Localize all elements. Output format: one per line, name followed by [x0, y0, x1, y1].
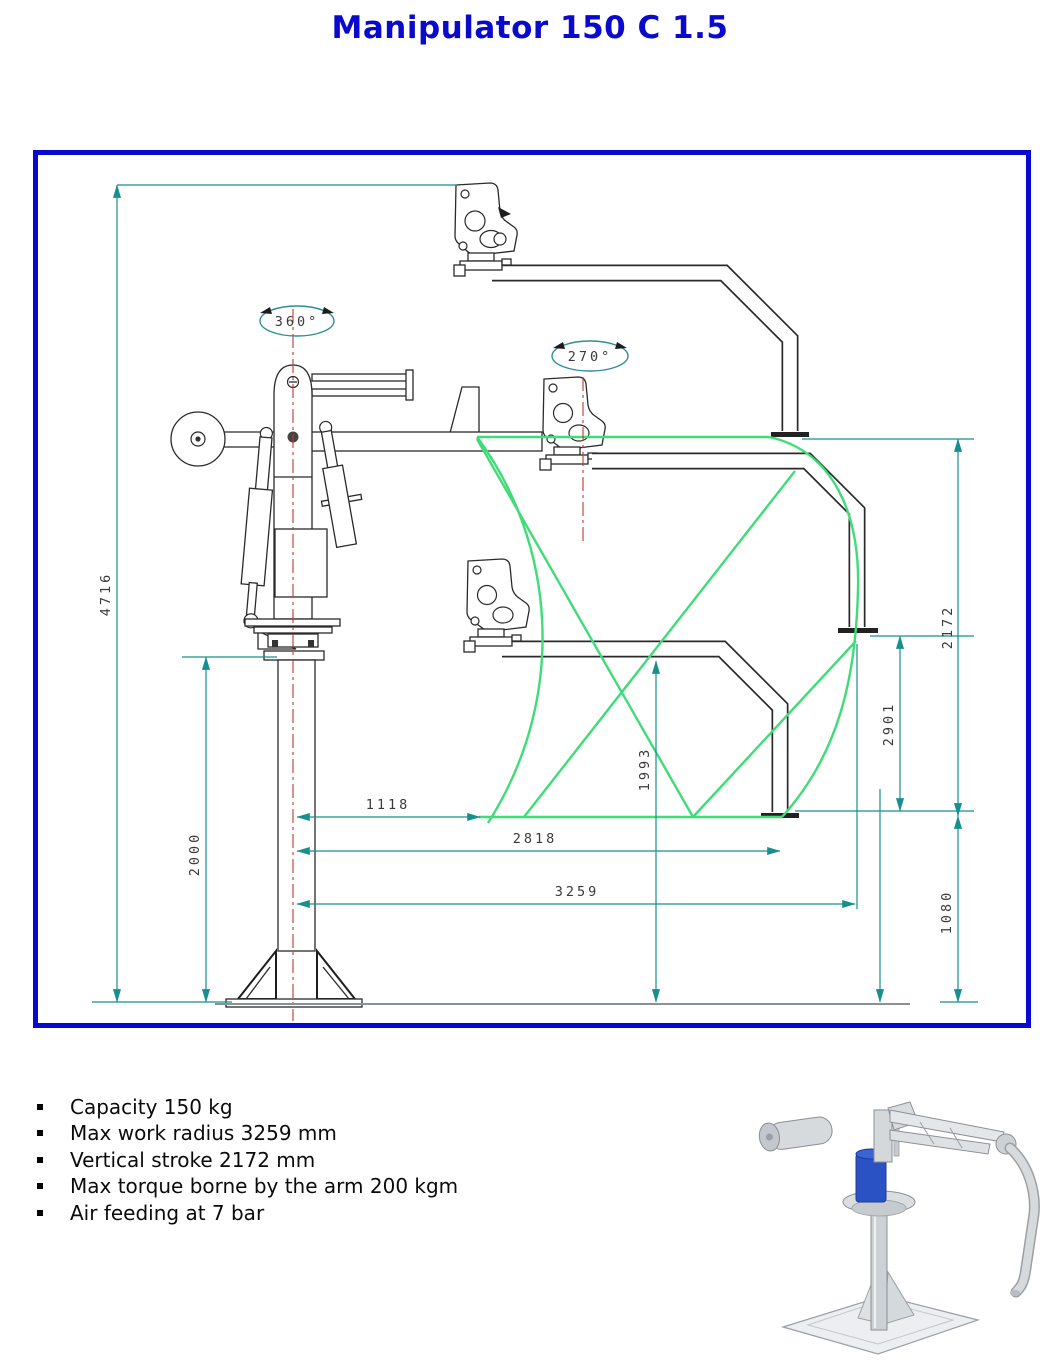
arm-position-top: [453, 182, 809, 437]
column-assembly: [170, 364, 543, 1008]
dim-max-radius: 3259: [555, 884, 600, 900]
product-photo: [758, 1101, 1040, 1355]
dim-total-height: 4716: [98, 572, 114, 617]
dim-lower-hook-height: 1080: [939, 890, 955, 935]
tilt-cylinder: [319, 420, 363, 549]
page-title: Manipulator 150 C 1.5: [331, 10, 729, 46]
rotation-column-label: 360°: [275, 314, 320, 330]
rotation-symbols: 360° 270°: [259, 305, 629, 372]
balance-cylinder: [240, 426, 274, 629]
rotation-arm-label: 270°: [568, 349, 613, 365]
spec-item-max-radius: Max work radius 3259 mm: [35, 1120, 685, 1146]
manipulator-side-view: [170, 182, 878, 1008]
centerlines: [292, 309, 584, 1021]
dim-min-radius: 1118: [366, 797, 411, 813]
technical-drawing: 4716 2000 2172 2901 1080 1993 1118 2818 …: [92, 182, 978, 1021]
dimension-labels: 4716 2000 2172 2901 1080 1993 1118 2818 …: [98, 572, 956, 935]
spec-item-capacity: Capacity 150 kg: [35, 1094, 685, 1120]
dim-column-height: 2000: [187, 832, 203, 877]
dim-mid-radius: 2818: [513, 831, 558, 847]
dim-hook-clearance: 1993: [637, 747, 653, 792]
drawing-frame: 4716 2000 2172 2901 1080 1993 1118 2818 …: [33, 150, 1031, 1028]
dimension-lines: [92, 184, 978, 1003]
spec-item-air-feeding: Air feeding at 7 bar: [35, 1200, 685, 1226]
spec-item-stroke: Vertical stroke 2172 mm: [35, 1147, 685, 1173]
arm-position-mid: [539, 376, 878, 633]
spec-list: Capacity 150 kg Max work radius 3259 mm …: [35, 1094, 685, 1226]
spec-item-torque: Max torque borne by the arm 200 kgm: [35, 1173, 685, 1199]
work-envelope: [475, 435, 860, 824]
arm-position-low: [463, 558, 799, 818]
dim-upper-hook-travel: 2901: [881, 702, 897, 747]
dim-vertical-stroke: 2172: [940, 605, 956, 650]
